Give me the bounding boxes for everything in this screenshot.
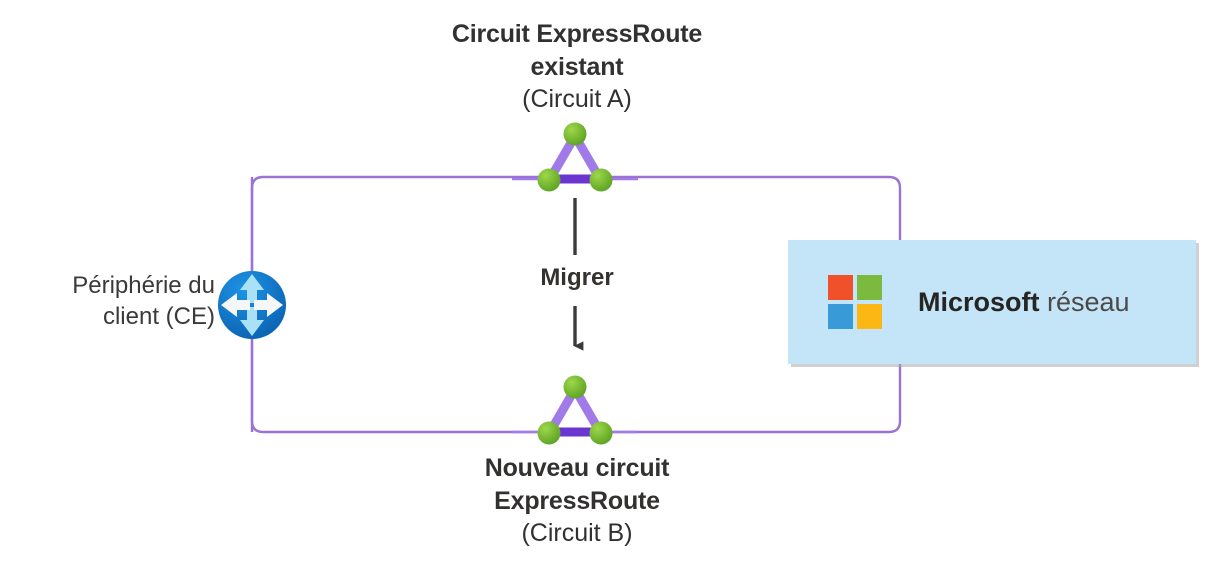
top-caption-line1: Circuit ExpressRoute [451, 20, 703, 48]
circuit-icon-top [512, 122, 638, 192]
router-circle [218, 271, 286, 339]
circuit-top-node-left [537, 168, 561, 192]
router-arrow-left [221, 293, 250, 317]
circuit-top-node-right [589, 168, 613, 192]
ce-label-line1: Périphérie du [72, 272, 215, 299]
bottom-caption-line2: ExpressRoute [494, 486, 660, 515]
microsoft-network-label: Microsoft réseau [918, 287, 1130, 318]
router-arrow-down [240, 307, 264, 336]
microsoft-logo-icon [828, 275, 882, 329]
logo-square-blue [828, 304, 853, 329]
bottom-circuit-caption: Nouveau circuit ExpressRoute (Circuit B) [377, 452, 777, 550]
bottom-caption-line1: Nouveau circuit [484, 454, 670, 482]
logo-square-green [857, 275, 882, 300]
top-caption-subline: (Circuit A) [522, 85, 632, 113]
router-arrow-right [254, 293, 283, 317]
top-circuit-caption: Circuit ExpressRoute existant (Circuit A… [377, 18, 777, 116]
microsoft-network-suffix: réseau [1039, 286, 1130, 317]
circuit-icon-bottom [512, 375, 638, 445]
circuit-bottom-node-right [589, 421, 613, 445]
ce-label-line2: client (CE) [102, 303, 215, 331]
top-caption-line2: existant [530, 52, 624, 81]
microsoft-network-box: Microsoft réseau [788, 240, 1196, 364]
ce-device-label: Périphérie du client (CE) [10, 270, 215, 332]
ce-router-icon [218, 271, 286, 339]
bottom-caption-subline: (Circuit B) [521, 519, 633, 547]
logo-square-red [828, 275, 853, 300]
microsoft-brand-text: Microsoft [918, 286, 1040, 317]
circuit-top-node-apex [563, 122, 587, 146]
logo-square-yellow [857, 304, 882, 329]
migrate-label: Migrer [540, 264, 614, 291]
circuit-bottom-node-left [537, 421, 561, 445]
router-arrow-up [240, 274, 264, 303]
circuit-bottom-node-apex [563, 375, 587, 399]
